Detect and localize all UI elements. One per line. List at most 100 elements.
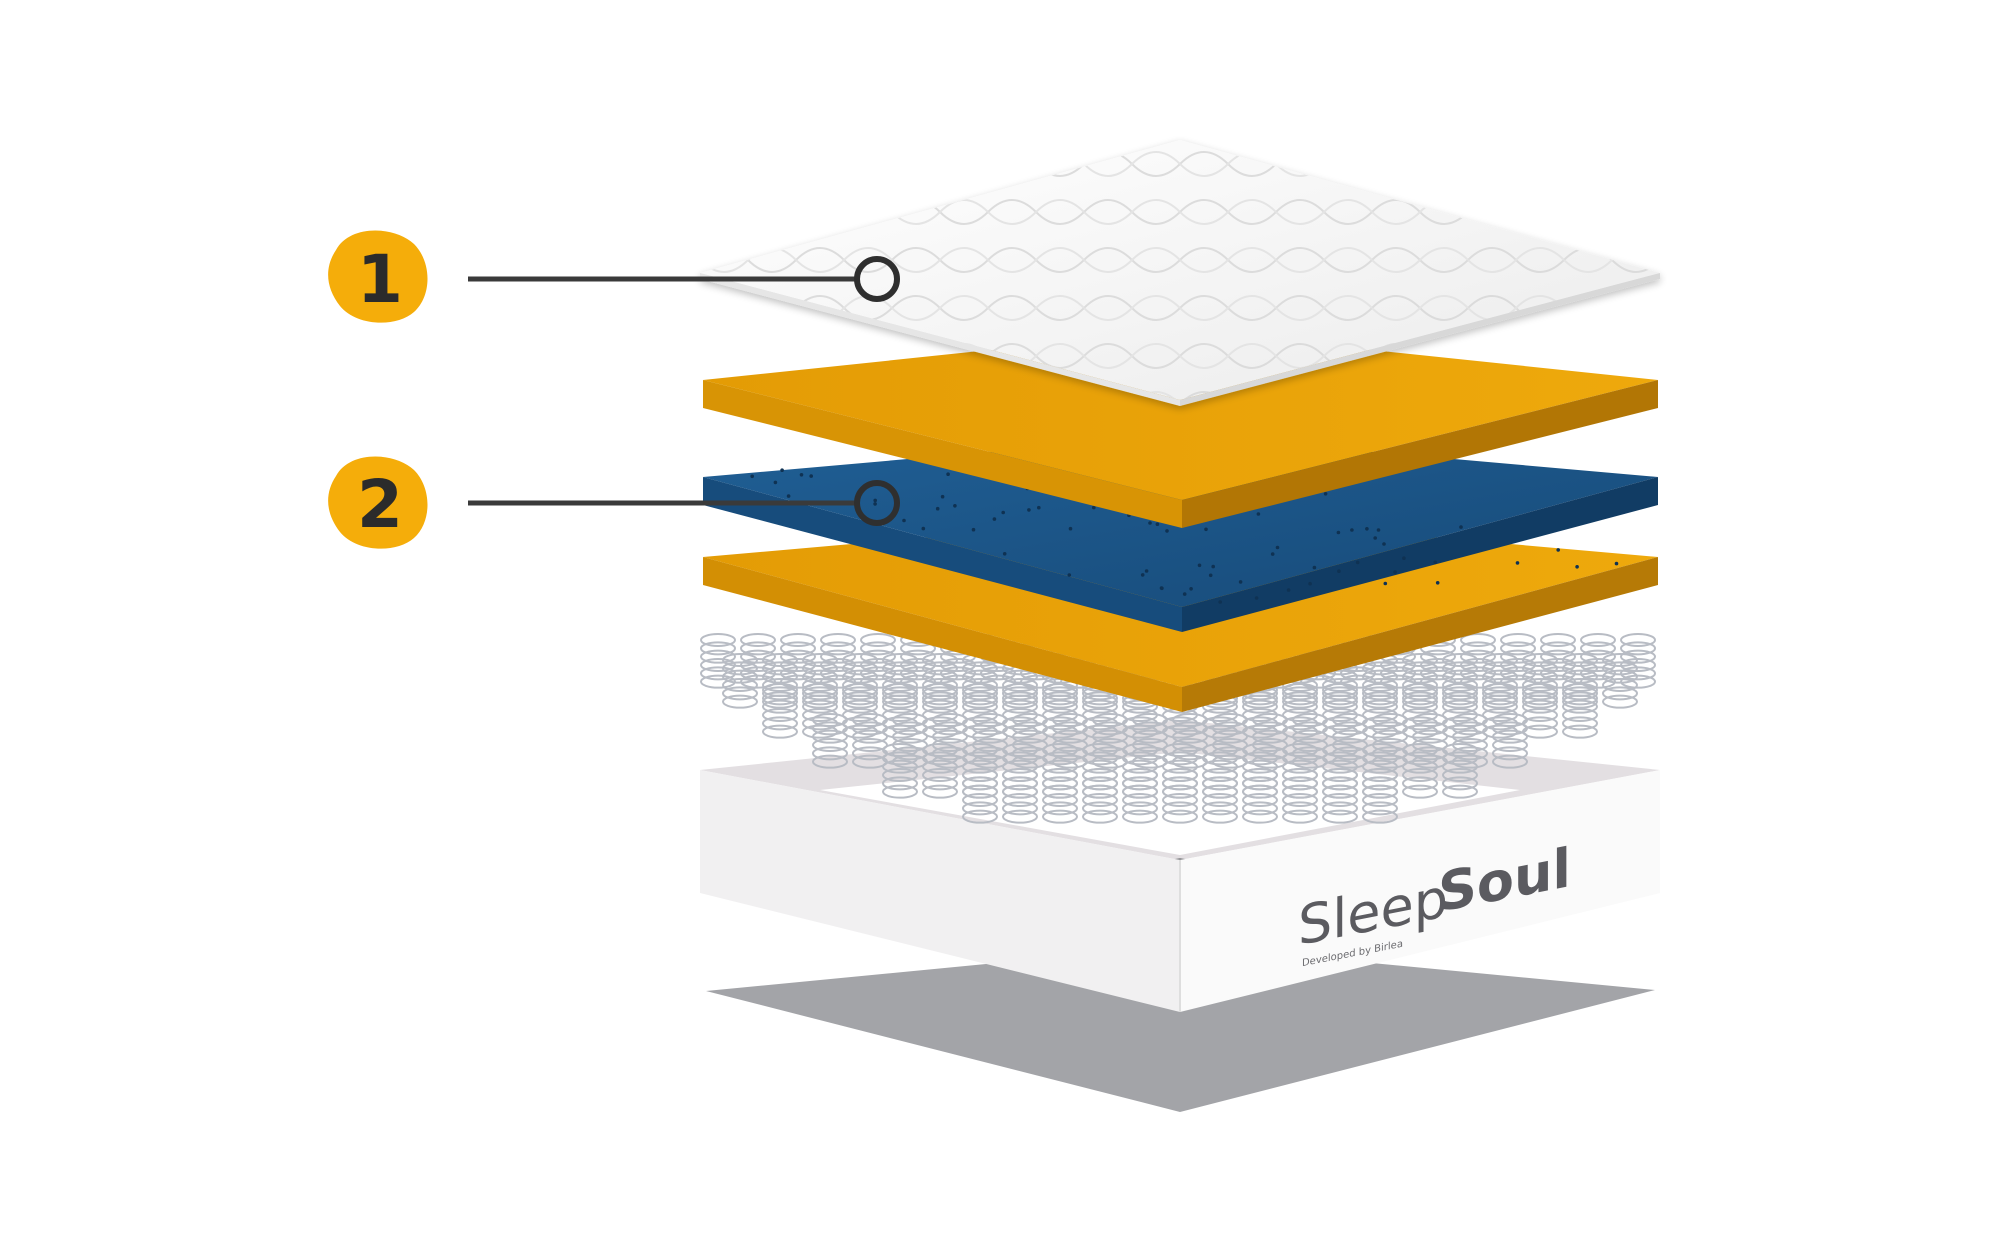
foam-perforation-dot (953, 504, 957, 508)
spring-coil (1282, 683, 1318, 739)
spring-coil (842, 653, 878, 709)
foam-perforation-dot (1614, 561, 1619, 566)
foam-perforation-dot (1068, 526, 1073, 531)
spring-coil (1162, 768, 1198, 824)
foam-perforation-dot (946, 472, 950, 477)
foam-perforation-dot (1365, 527, 1369, 531)
foam-perforation-dot (1515, 561, 1520, 565)
foam-perforation-dot (940, 494, 945, 499)
spring-coil (882, 653, 918, 709)
spring-coil (962, 768, 998, 824)
foam-perforation-dot (1140, 573, 1145, 577)
spring-coil (1322, 768, 1358, 824)
foam-perforation-dot (1238, 580, 1243, 584)
spring-coil (802, 683, 838, 739)
foam-perforation-dot (1556, 548, 1560, 552)
foam-perforation-dot (1037, 505, 1041, 510)
spring-coil (1492, 713, 1528, 769)
spring-coil (922, 743, 958, 799)
foam-perforation-dot (1144, 569, 1149, 573)
foam-perforation-dot (1002, 552, 1007, 556)
foam-perforation-dot (921, 526, 926, 531)
foam-perforation-dot (1373, 536, 1377, 540)
foam-perforation-dot (1092, 505, 1096, 510)
foam-perforation-dot (809, 474, 813, 478)
spring-coil (1562, 683, 1598, 739)
foam-perforation-dot (1382, 542, 1386, 546)
foam-perforation-dot (873, 502, 877, 506)
spring-coil (1442, 743, 1478, 799)
foam-perforation-dot (1160, 586, 1164, 591)
spring-coil (1122, 768, 1158, 824)
spring-coil (722, 653, 758, 709)
foam-perforation-dot (1336, 530, 1341, 535)
spring-coil (1362, 683, 1398, 739)
foam-perforation-dot (1323, 492, 1328, 496)
foam-perforation-dot (1312, 565, 1317, 570)
spring-coil (1522, 653, 1558, 709)
foam-perforation-dot (1254, 596, 1259, 600)
foam-perforation-dot (750, 474, 754, 479)
upper-orange-foam-layer (703, 330, 1658, 528)
foam-perforation-dot (1459, 525, 1463, 529)
spring-coil (1522, 683, 1558, 739)
foam-perforation-dot (1148, 521, 1152, 525)
spring-coil (1402, 743, 1438, 799)
callout-1-target-ring (854, 256, 900, 302)
spring-coil (1082, 768, 1118, 824)
foam-perforation-dot (786, 494, 791, 498)
spring-coil (842, 683, 878, 739)
foam-perforation-dot (1155, 522, 1160, 526)
foam-perforation-dot (1383, 581, 1388, 586)
foam-perforation-dot (902, 518, 906, 523)
spring-coil (1602, 653, 1638, 709)
spring-coil (1242, 768, 1278, 824)
foam-perforation-dot (1286, 588, 1291, 592)
foam-perforation-dot (1001, 510, 1005, 515)
foam-perforation-dot (1433, 560, 1437, 565)
foam-perforation-dot (873, 498, 877, 503)
foam-perforation-dot (971, 527, 976, 532)
foam-perforation-dot (1376, 528, 1381, 532)
callout-2: 2 (328, 456, 900, 549)
foam-perforation-dot (1355, 560, 1360, 565)
foam-perforation-dot (1275, 545, 1280, 550)
foam-perforation-dot (1350, 528, 1354, 532)
foam-perforation-dot (1027, 508, 1031, 512)
foam-perforation-dot (780, 468, 784, 473)
callout-1-badge (328, 230, 428, 323)
spring-coil (922, 653, 958, 709)
callout-2-number: 2 (357, 466, 403, 543)
foam-perforation-dot (1182, 592, 1187, 596)
foam-perforation-dot (935, 506, 940, 511)
foam-perforation-dot (1197, 563, 1202, 568)
spring-coil (802, 653, 838, 709)
foam-perforation-dot (1208, 573, 1213, 578)
spring-coil (1482, 683, 1518, 739)
foam-perforation-dot (1308, 581, 1312, 586)
foam-perforation-dot (1575, 565, 1579, 569)
foam-perforation-dot (1204, 527, 1208, 532)
foam-perforation-dot (799, 473, 804, 477)
spring-coil (1442, 653, 1478, 709)
foam-perforation-dot (1165, 529, 1169, 533)
spring-coil (1402, 653, 1438, 709)
callout-2-badge (328, 456, 428, 549)
foam-perforation-dot (1189, 587, 1193, 591)
foam-perforation-dot (1393, 570, 1397, 574)
foam-perforation-dot (1435, 581, 1440, 585)
spring-coil (962, 683, 998, 739)
spring-coil (1460, 633, 1496, 689)
foam-perforation-dot (1270, 552, 1275, 556)
spring-coil (1002, 768, 1038, 824)
foam-perforation-dot (1256, 512, 1261, 516)
spring-coil (882, 683, 918, 739)
spring-coil (1362, 768, 1398, 824)
spring-coil (1042, 768, 1078, 824)
callout-1: 1 (328, 230, 900, 323)
callout-1-number: 1 (357, 241, 403, 318)
callout-2-target-ring (854, 480, 900, 526)
spring-coil (1322, 683, 1358, 739)
spring-coil (1202, 768, 1238, 824)
